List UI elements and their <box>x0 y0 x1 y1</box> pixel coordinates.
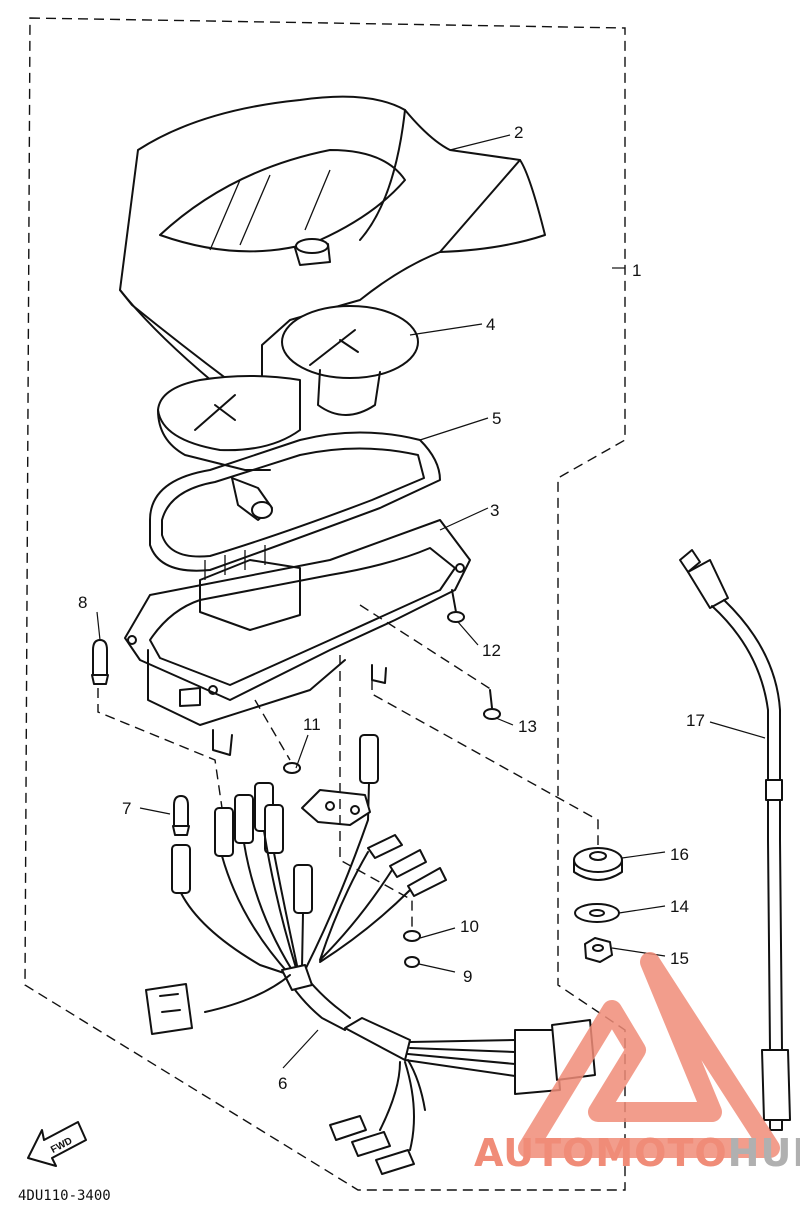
wire-terminals <box>319 834 447 963</box>
bulb-sockets <box>171 734 379 976</box>
callout-9: 9 <box>463 967 472 986</box>
drawing-code: 4DU110-3400 <box>18 1188 111 1204</box>
callout-6: 6 <box>278 1074 287 1093</box>
callout-4: 4 <box>486 315 495 334</box>
nut-15-part <box>584 937 613 963</box>
watermark-part2: HUB <box>728 1131 800 1175</box>
callout-numbers: 1 2 3 4 5 6 7 8 9 10 11 12 13 14 15 16 1… <box>78 123 705 1093</box>
meter-cover-part <box>119 95 546 406</box>
watermark-triangle <box>518 952 780 1158</box>
speedometer-cable-part <box>679 549 791 1131</box>
meter-seal-part <box>149 431 441 572</box>
forward-arrow: FWD <box>27 1121 87 1167</box>
watermark-logo <box>518 952 780 1158</box>
callout-8: 8 <box>78 593 87 612</box>
bulb-7-part <box>172 795 190 836</box>
bulb-8-part <box>91 639 109 685</box>
grommet-16-part <box>573 847 623 881</box>
callout-14: 14 <box>670 897 689 916</box>
callout-15: 15 <box>670 949 689 968</box>
screw-11-part <box>283 762 301 774</box>
screw-13-part <box>483 689 501 720</box>
callout-16: 16 <box>670 845 689 864</box>
callout-5: 5 <box>492 409 501 428</box>
leader-lines <box>96 134 766 1069</box>
callout-11: 11 <box>303 715 321 734</box>
terminal-plate <box>301 789 371 826</box>
watermark-text: AUTOMOTOHUB <box>474 1131 800 1175</box>
assembly-boundary <box>24 17 626 1191</box>
callout-7: 7 <box>122 799 131 818</box>
callout-3: 3 <box>490 501 499 520</box>
washer-10-part <box>403 930 421 942</box>
alignment-dashes <box>97 604 599 930</box>
callout-10: 10 <box>460 917 479 936</box>
meter-case-part <box>124 519 471 756</box>
washer-14-part <box>574 903 620 923</box>
callout-1: 1 <box>632 261 641 280</box>
callout-12: 12 <box>482 641 501 660</box>
meter-assembly-part <box>157 305 419 471</box>
callout-17: 17 <box>686 711 705 730</box>
callout-2: 2 <box>514 123 523 142</box>
watermark-part1: AUTOMOTO <box>474 1131 728 1175</box>
screw-12-part <box>447 589 465 623</box>
screw-9-part <box>404 956 420 968</box>
wire-harness-part <box>145 964 596 1175</box>
callout-13: 13 <box>518 717 537 736</box>
